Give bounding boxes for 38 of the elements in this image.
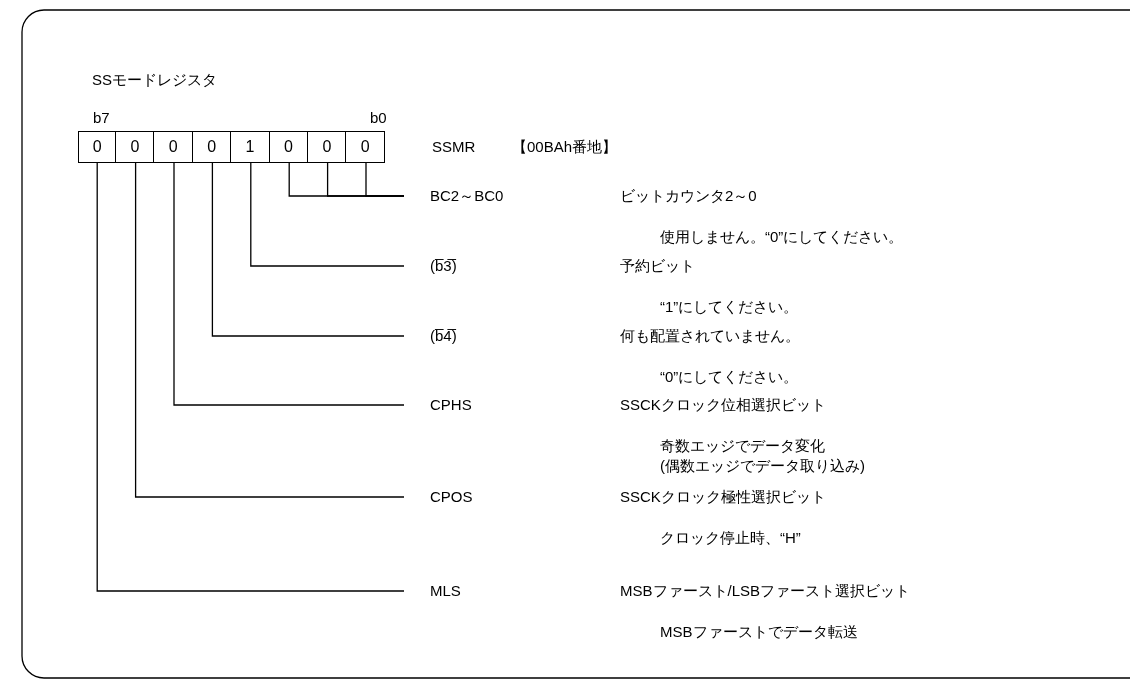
bit-cell: 0 xyxy=(345,131,386,163)
diagram-title: SSモードレジスタ xyxy=(92,71,217,89)
setting-note: MSBファーストでデータ転送 xyxy=(660,623,858,641)
setting-note: “1”にしてください。 xyxy=(660,298,799,316)
bit-field-name: MLS xyxy=(430,582,461,600)
setting-note: (偶数エッジでデータ取り込み) xyxy=(660,457,865,475)
bit-cell: 0 xyxy=(268,131,309,163)
leader-line xyxy=(365,162,405,197)
bit-field-name: CPOS xyxy=(430,488,473,506)
bit-cell: 0 xyxy=(114,131,155,163)
bit-description: MSBファースト/LSBファースト選択ビット xyxy=(620,582,911,600)
bit-field-name: (b̅3̅) xyxy=(430,257,457,275)
bit-number: b0 xyxy=(370,109,387,127)
bit-description: 予約ビット xyxy=(620,257,695,275)
leader-line xyxy=(173,162,405,406)
leader-line xyxy=(134,162,405,498)
bit-number: b7 xyxy=(93,109,110,127)
bit-description: ビットカウンタ2～0 xyxy=(620,187,757,205)
bit-description: 何も配置されていません。 xyxy=(620,327,800,345)
register-name: SSMR xyxy=(432,138,476,156)
setting-note: “0”にしてください。 xyxy=(660,368,799,386)
setting-note: クロック停止時、“H” xyxy=(660,529,801,547)
bit-cell: 0 xyxy=(153,131,194,163)
setting-note: 使用しません。“0”にしてください。 xyxy=(660,228,904,246)
leader-line xyxy=(211,162,405,337)
bit-cell: 1 xyxy=(230,131,270,163)
bit-cell: 0 xyxy=(306,131,347,163)
bit-field-name: (b̅4̅) xyxy=(430,327,457,345)
bit-description: SSCKクロック位相選択ビット xyxy=(620,396,826,414)
bit-cell: 0 xyxy=(191,131,232,163)
leader-line xyxy=(250,162,405,267)
bit-field-name: CPHS xyxy=(430,396,472,414)
setting-note: 奇数エッジでデータ変化 xyxy=(660,437,825,455)
bit-description: SSCKクロック極性選択ビット xyxy=(620,488,826,506)
bit-cell: 0 xyxy=(78,131,117,163)
bit-field-name: BC2～BC0 xyxy=(430,187,504,205)
register-address: 【00BAh番地】 xyxy=(512,138,618,156)
leader-line xyxy=(96,162,405,592)
